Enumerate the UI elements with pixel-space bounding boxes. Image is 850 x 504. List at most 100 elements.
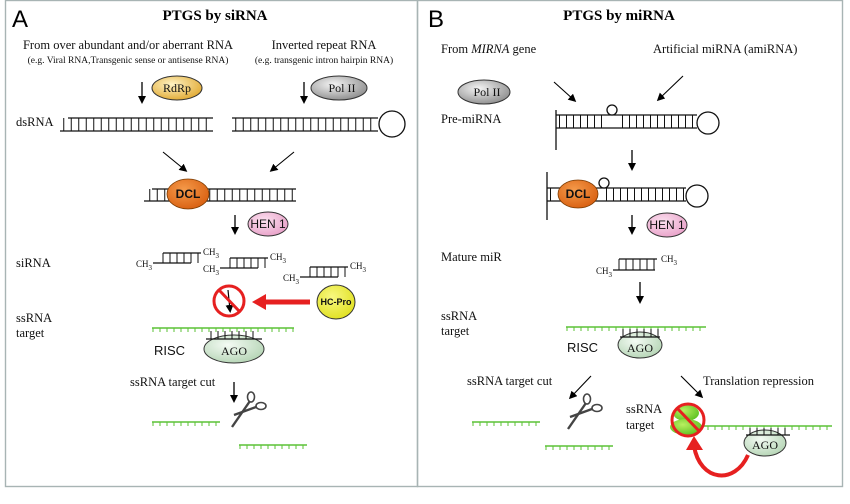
target-cut-label: ssRNA target cut [467,374,553,388]
hen1-enzyme [247,211,289,237]
methyl-label: CH3 [203,247,220,260]
ago-bound-guide [746,428,790,436]
inhibition-icon [212,284,246,318]
methyl-label: CH3 [270,252,287,265]
risc-label: RISC [154,343,185,358]
bulge-loop [598,177,610,189]
dcl-enzyme [166,178,210,210]
methyl-subscript: 3 [296,278,300,286]
methyl-label: CH3 [283,273,300,286]
methyl-label: CH3 [350,261,367,274]
mirna-gene-name: MIRNA [470,42,510,56]
inhibition-icon [670,402,706,438]
arrow-diagonal-icon [656,75,684,102]
ssrna-target [566,326,706,331]
source-left-subtitle: (e.g. Viral RNA,Transgenic sense or anti… [28,55,229,66]
panel-b-letter: B [428,6,444,33]
target-cut-label: ssRNA target cut [130,375,216,389]
source-prefix: From [441,42,471,56]
methyl-label: CH3 [596,266,613,279]
ago-protein [743,429,787,457]
methyl-subscript: 3 [609,271,613,279]
panel-b-title: PTGS by miRNA [563,8,675,24]
hen1-label: HEN 1 [649,218,685,232]
sirna-label: siRNA [16,256,51,270]
translation-repression-label: Translation repression [703,374,815,388]
source-right-title: Inverted repeat RNA [272,38,377,52]
ago-label: AGO [752,438,778,452]
dcl-label: DCL [566,187,591,201]
ssrna-label-2: target [16,326,45,340]
panel-a-frame [4,0,419,488]
source-amirna: Artificial miRNA (amiRNA) [653,42,797,56]
methyl-label: CH3 [203,264,220,277]
pre-mirna-label: Pre-miRNA [441,112,501,126]
ssrna-label-1: ssRNA [441,309,477,323]
mature-mir-label: Mature miR [441,250,502,264]
ssrna-cut-fragment-left [472,421,540,426]
hairpin-loop [696,111,720,135]
red-arrowhead-icon [252,294,266,310]
ago-bound-guide [206,331,262,340]
source-mirna-gene: From MIRNA gene [441,42,537,56]
pol-ii-enzyme [310,75,368,101]
ago-label: AGO [627,341,653,355]
panel-a-letter: A [12,6,28,33]
dcl-label: DCL [176,187,201,201]
dcl-enzyme [557,179,599,209]
risc-label: RISC [567,340,598,355]
source-left-title: From over abundant and/or aberrant RNA [23,38,233,52]
dsrna-label: dsRNA [16,115,54,129]
ssrna-cut-fragment-right [239,444,307,449]
ago-bound-guide [620,329,660,338]
ssrna-cut-fragment-left [152,421,220,426]
pol-ii-label: Pol II [474,85,501,99]
ssrna-target [152,327,294,332]
panel-b-frame [416,0,844,488]
arrow-diagonal-icon [553,81,577,103]
ssrna-label-1: ssRNA [16,311,52,325]
ssrna-label-2: target [441,324,470,338]
methyl-subscript: 3 [149,264,153,272]
ssrna-target-b-label-2: target [626,418,655,432]
panel-a: A PTGS by siRNA From over abundant and/o… [12,6,406,449]
methyl-subscript: 3 [674,259,678,267]
rdrp-enzyme [151,75,203,101]
pol-ii-label: Pol II [329,81,356,95]
curved-red-arrow-icon [692,445,750,478]
arrow-diagonal-icon [568,375,592,400]
hairpin-loop [378,110,406,138]
methyl-subscript: 3 [283,257,287,265]
methyl-subscript: 3 [363,266,367,274]
dsrna-linear [60,117,213,132]
ssrna-target-b-label-1: ssRNA [626,402,662,416]
scissors-icon [231,391,267,428]
ssrna-cut-fragment-right [545,445,613,450]
methyl-subscript: 3 [216,269,220,277]
pre-mirna-hairpin [555,104,720,150]
ssrna-target-translation [700,425,832,430]
hc-pro-enzyme [316,284,356,320]
ago-label: AGO [221,344,247,358]
rdrp-label: RdRp [163,81,191,95]
source-suffix: gene [509,42,536,56]
arrow-diagonal-icon [162,151,188,172]
scissors-icon [567,393,603,430]
methyl-subscript: 3 [216,252,220,260]
arrow-diagonal-icon [269,151,295,172]
hc-pro-label: HC-Pro [321,297,353,307]
ago-protein [617,331,663,359]
bulge-loop [606,104,618,116]
panel-b: B PTGS by miRNA From MIRNA gene Artifici… [428,6,832,478]
ago-protein [203,334,265,364]
pol-ii-enzyme [457,79,511,105]
source-right-subtitle: (e.g. transgenic intron hairpin RNA) [255,55,393,66]
red-arrowhead-icon [686,436,703,450]
hen1-label: HEN 1 [250,217,286,231]
methyl-label: CH3 [661,254,678,267]
dsrna-hairpin [232,110,406,138]
methyl-label: CH3 [136,259,153,272]
